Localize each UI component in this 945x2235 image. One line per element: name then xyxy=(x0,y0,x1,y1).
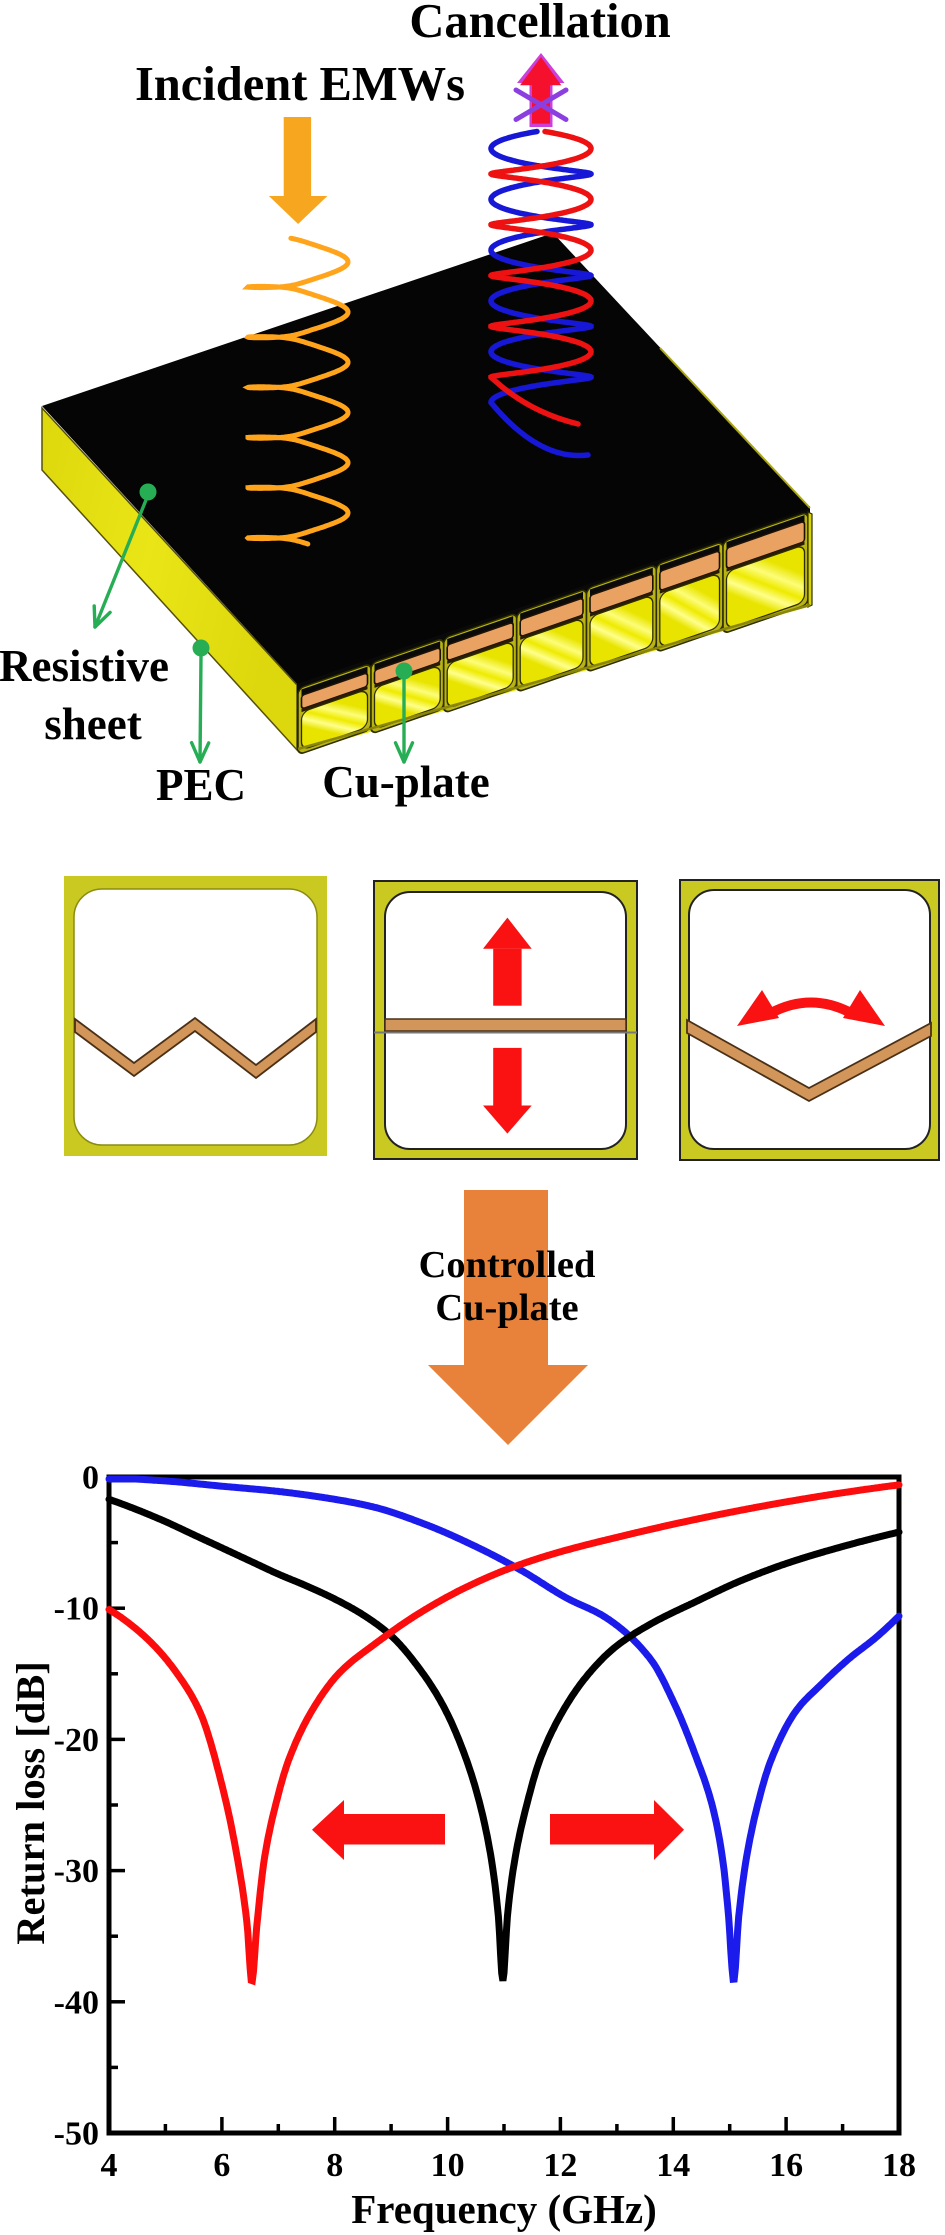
svg-text:Cu-plate: Cu-plate xyxy=(322,757,490,807)
svg-text:Return loss [dB]: Return loss [dB] xyxy=(8,1661,53,1945)
svg-text:Cancellation: Cancellation xyxy=(409,0,670,48)
svg-text:Resistive: Resistive xyxy=(0,641,169,691)
svg-text:PEC: PEC xyxy=(156,760,246,810)
svg-text:Frequency (GHz): Frequency (GHz) xyxy=(351,2186,657,2232)
svg-text:0: 0 xyxy=(82,1460,99,1497)
svg-text:6: 6 xyxy=(213,2147,230,2184)
svg-text:16: 16 xyxy=(769,2147,803,2184)
svg-text:sheet: sheet xyxy=(44,699,141,749)
svg-text:-30: -30 xyxy=(54,1853,99,1890)
svg-text:12: 12 xyxy=(543,2147,577,2184)
svg-text:-10: -10 xyxy=(54,1591,99,1628)
svg-text:-40: -40 xyxy=(54,1984,99,2021)
svg-text:-50: -50 xyxy=(54,2116,99,2153)
svg-text:4: 4 xyxy=(101,2147,118,2184)
svg-text:Cu-plate: Cu-plate xyxy=(435,1287,578,1329)
svg-text:18: 18 xyxy=(882,2147,916,2184)
svg-text:10: 10 xyxy=(431,2147,465,2184)
svg-text:Incident EMWs: Incident EMWs xyxy=(135,58,465,111)
svg-text:Controlled: Controlled xyxy=(419,1244,596,1286)
svg-text:14: 14 xyxy=(656,2147,690,2184)
svg-text:8: 8 xyxy=(326,2147,343,2184)
svg-text:-20: -20 xyxy=(54,1722,99,1759)
